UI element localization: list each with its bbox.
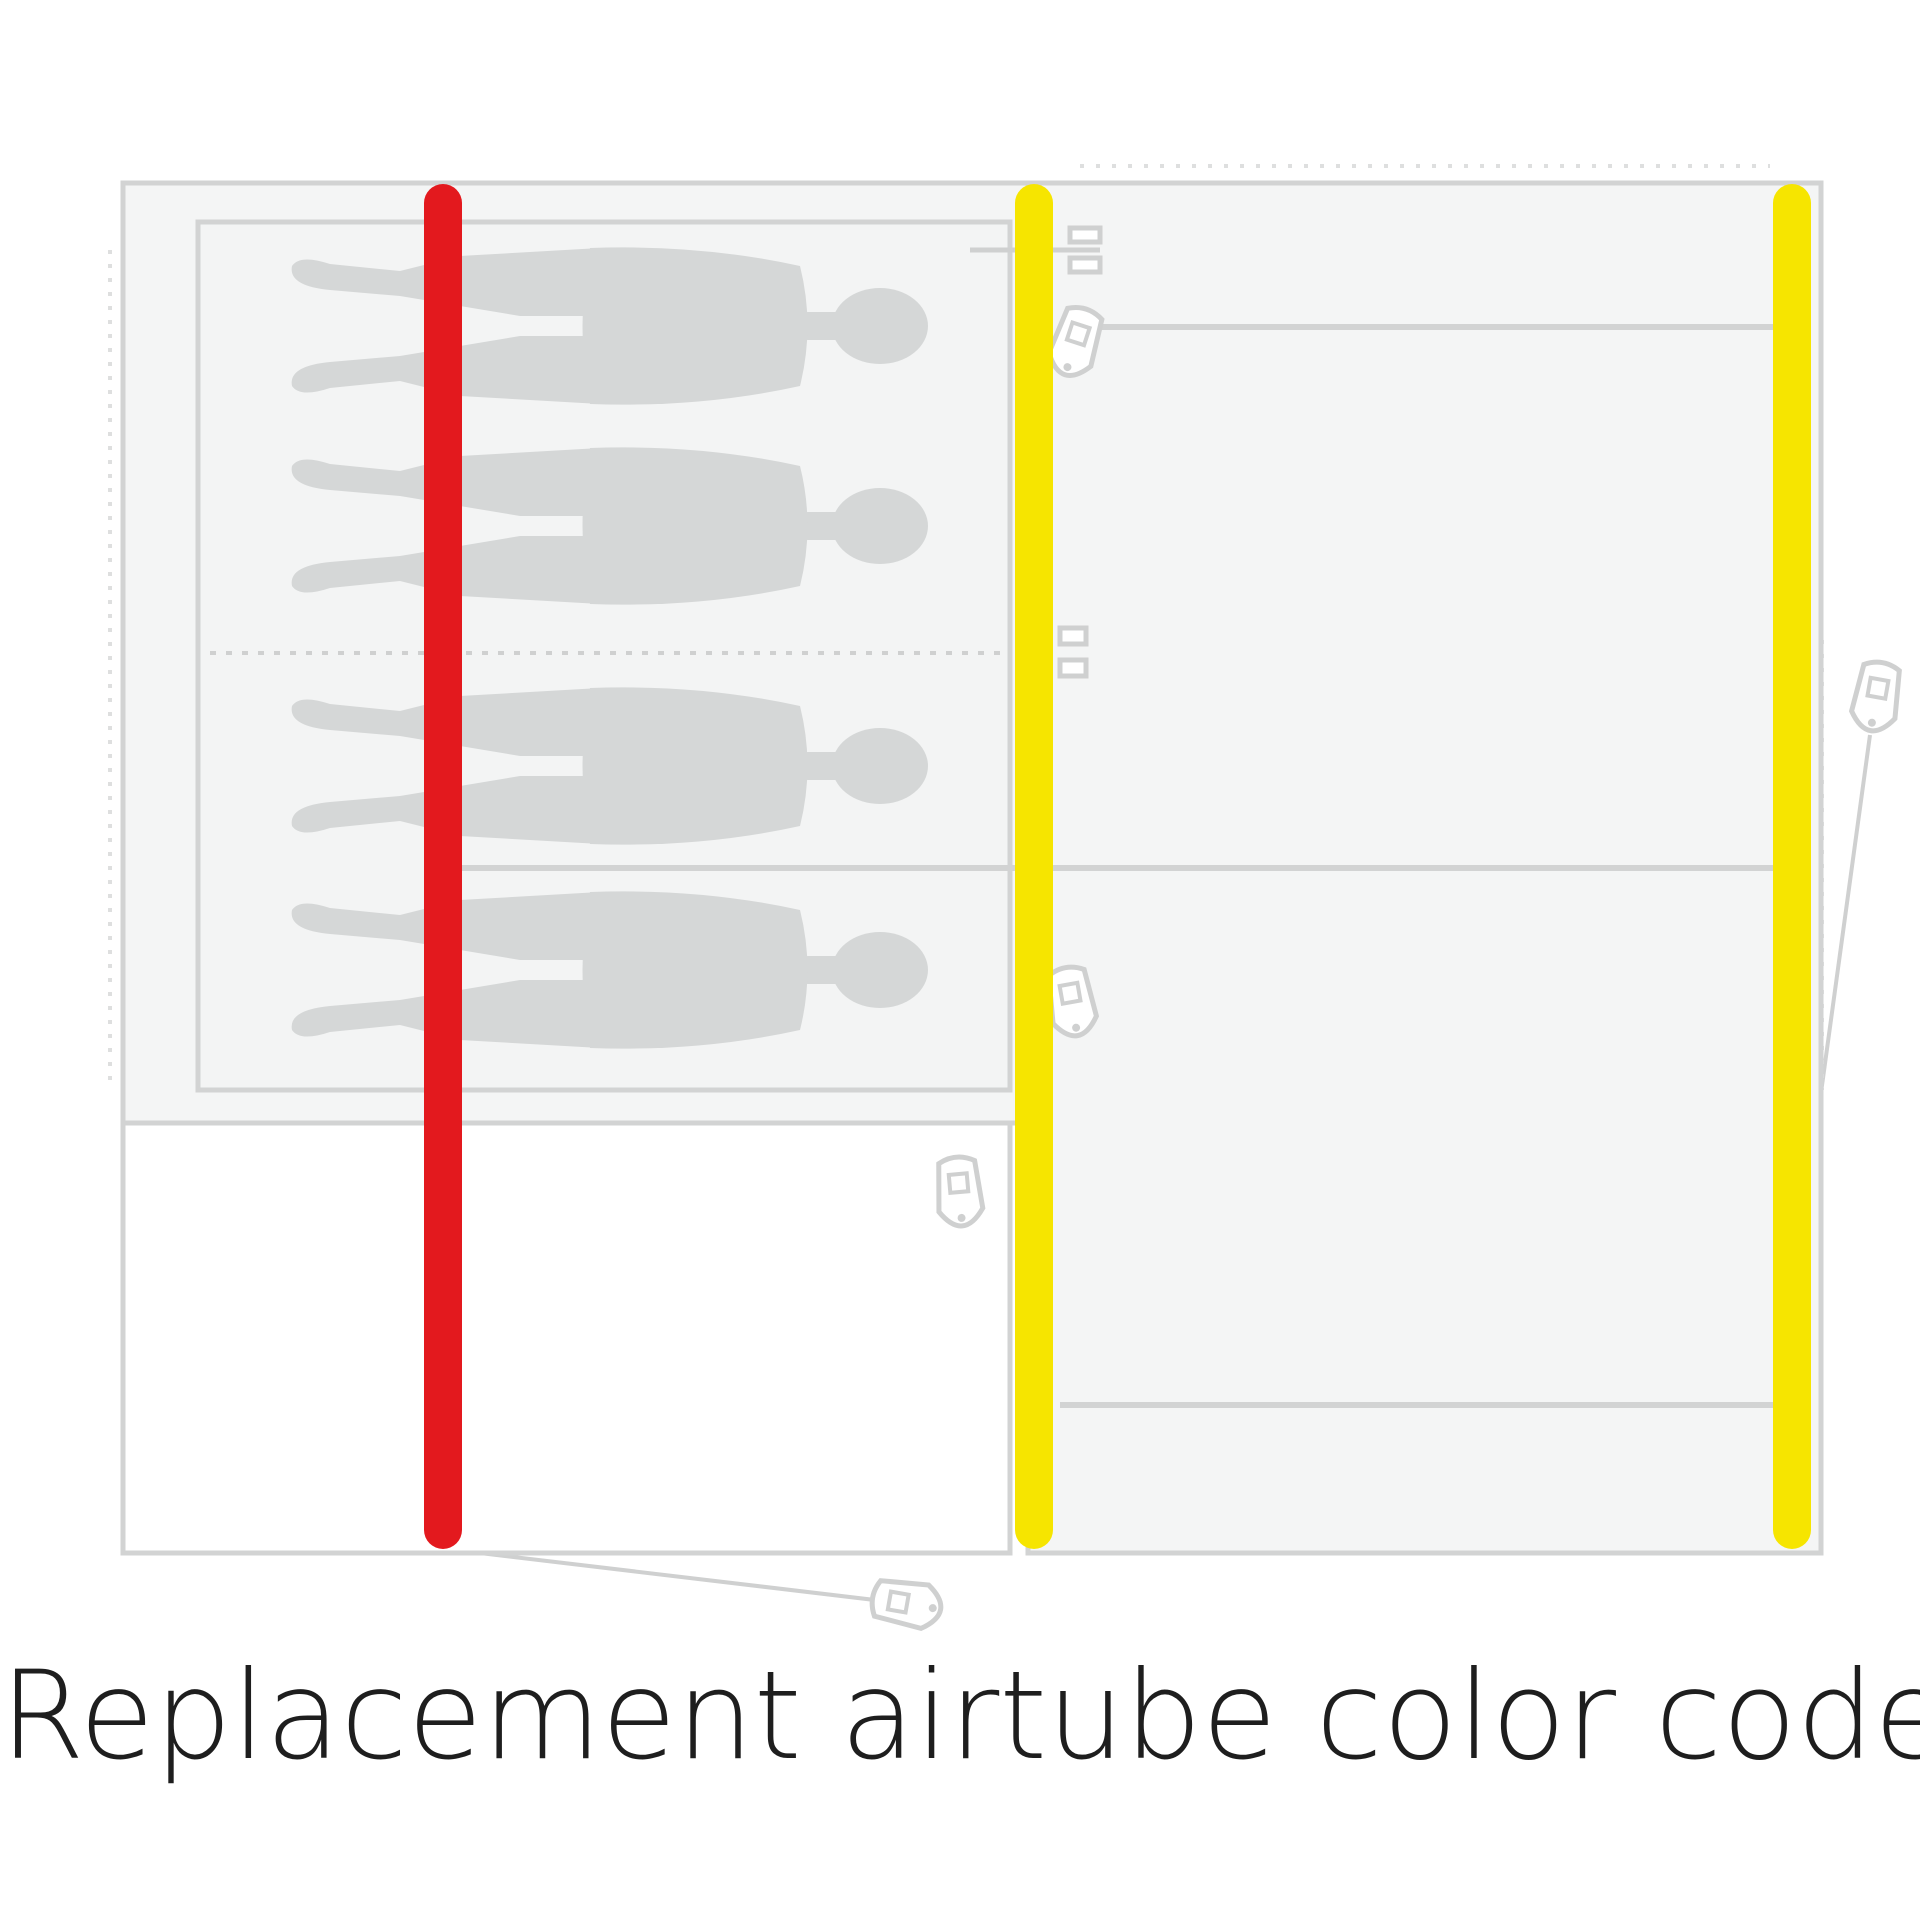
door-toggle-icon xyxy=(1057,625,1089,679)
guy-line-peg-icon xyxy=(934,1155,984,1228)
porch-area xyxy=(120,1120,1013,1556)
guy-line-bottom xyxy=(479,1551,901,1605)
guy-line-peg-icon xyxy=(1849,659,1904,735)
divider-lines xyxy=(460,324,1780,1408)
caption: Replacement airtube color codes xyxy=(0,1645,1920,1787)
airtubes xyxy=(424,184,1811,1549)
guy-line-peg-icon xyxy=(869,1576,945,1631)
guy-line-right xyxy=(1818,734,1872,1101)
